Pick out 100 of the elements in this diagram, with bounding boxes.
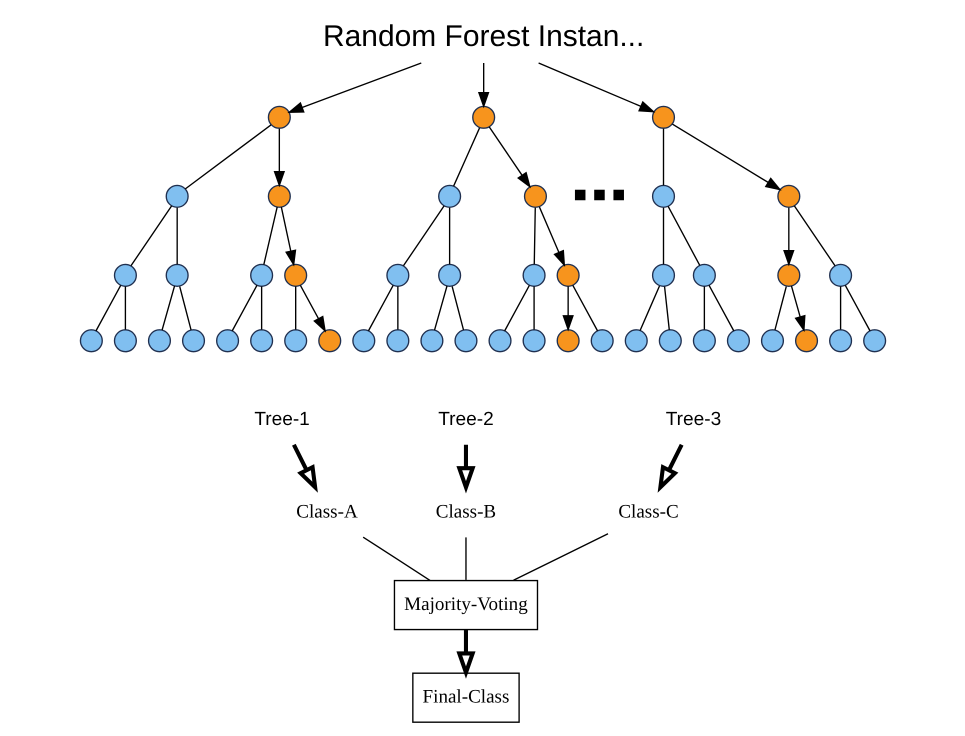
- node-circle: [267, 106, 290, 129]
- connector: [774, 286, 786, 330]
- node-circle: [692, 264, 716, 287]
- connector: [452, 128, 480, 186]
- arrow: [672, 124, 782, 191]
- connector: [844, 285, 870, 332]
- node-circle: [438, 264, 461, 287]
- connector: [533, 208, 536, 264]
- connector: [451, 286, 464, 330]
- connector: [294, 286, 296, 330]
- node-circle: [318, 329, 341, 352]
- node-circle: [624, 329, 648, 352]
- connector: [663, 286, 670, 330]
- node-circle: [651, 106, 675, 129]
- node-box: Final-Class: [412, 672, 520, 723]
- node-circle: [556, 329, 580, 352]
- node-circle: [522, 329, 546, 352]
- connector: [708, 285, 734, 332]
- connector: [662, 208, 664, 264]
- node-circle: [590, 329, 614, 352]
- node-circle: [472, 106, 495, 129]
- connector: [402, 206, 444, 266]
- label: ■ ■ ■: [573, 182, 625, 207]
- connector: [231, 285, 257, 332]
- arrow: [273, 128, 285, 188]
- arrow: [292, 444, 318, 493]
- connector: [94, 285, 121, 332]
- arrow: [299, 285, 326, 333]
- node-circle: [284, 264, 307, 287]
- node-circle: [522, 264, 546, 287]
- node-circle: [165, 184, 188, 208]
- node-circle: [352, 329, 375, 352]
- node-circle: [488, 329, 512, 352]
- node-text: Class-C: [618, 501, 678, 522]
- arrow: [657, 444, 683, 493]
- connector: [532, 286, 534, 330]
- arrow: [538, 206, 565, 267]
- node-circle: [438, 184, 461, 208]
- connector: [362, 536, 430, 581]
- node-circle: [692, 329, 716, 352]
- connector: [176, 208, 178, 264]
- connector: [433, 286, 448, 330]
- node-circle: [113, 329, 136, 352]
- arrow: [456, 630, 476, 679]
- node-text: Tree-1: [254, 408, 310, 430]
- connector: [512, 533, 608, 581]
- connector: [572, 285, 598, 332]
- connector: [260, 286, 262, 330]
- node-circle: [828, 329, 852, 352]
- node-circle: [250, 264, 273, 287]
- node-circle: [726, 329, 750, 352]
- connector: [793, 206, 835, 266]
- node-circle: [651, 264, 675, 287]
- node-circle: [267, 184, 290, 208]
- arrow: [286, 62, 421, 113]
- node-circle: [556, 264, 580, 287]
- arrow: [477, 63, 489, 108]
- connector: [667, 206, 700, 266]
- node-circle: [776, 184, 800, 208]
- node-circle: [165, 264, 188, 287]
- connector: [662, 128, 664, 186]
- node-circle: [454, 329, 478, 352]
- node-text: Class-B: [435, 501, 496, 522]
- arrow: [782, 208, 794, 266]
- connector: [839, 286, 841, 330]
- node-circle: [828, 264, 852, 287]
- connector: [262, 206, 278, 265]
- connector: [504, 285, 530, 332]
- connector: [184, 124, 271, 190]
- node-circle: [386, 264, 409, 287]
- node-circle: [776, 264, 800, 287]
- connector: [178, 286, 192, 330]
- connector: [160, 286, 175, 330]
- node-circle: [284, 329, 307, 352]
- node-text: Tree-2: [438, 408, 494, 430]
- connector: [124, 286, 126, 330]
- node-circle: [181, 329, 205, 352]
- node-circle: [523, 184, 547, 208]
- node-text: Class-A: [296, 501, 358, 522]
- node-circle: [79, 329, 102, 352]
- node-circle: [113, 264, 136, 287]
- node-circle: [147, 329, 171, 352]
- connector: [703, 286, 705, 330]
- arrow: [456, 444, 476, 494]
- connector: [130, 206, 172, 266]
- node-circle: [658, 329, 682, 352]
- connector: [464, 537, 466, 580]
- connector: [367, 285, 394, 332]
- node-circle: [250, 329, 273, 352]
- node-circle: [760, 329, 784, 352]
- node-box: Majority-Voting: [393, 580, 538, 630]
- connector: [638, 286, 660, 331]
- arrow: [790, 286, 806, 332]
- node-circle: [216, 329, 239, 352]
- node-text: Random Forest Instan...: [322, 20, 644, 53]
- arrow: [538, 62, 655, 113]
- arrow: [280, 206, 296, 267]
- node-circle: [420, 329, 443, 352]
- node-circle: [651, 184, 675, 208]
- node-circle: [386, 329, 409, 352]
